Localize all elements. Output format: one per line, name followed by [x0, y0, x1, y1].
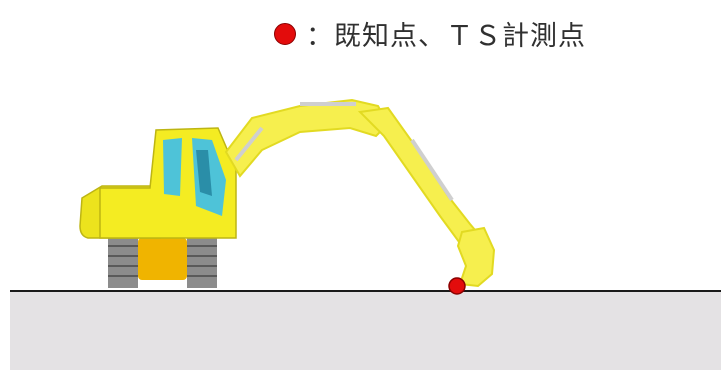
track-right — [187, 238, 217, 288]
known-point-legend-marker — [274, 22, 296, 45]
boom-cylinder — [234, 126, 264, 162]
arm — [357, 106, 482, 248]
track-left — [108, 238, 138, 288]
known-point-marker — [448, 277, 466, 295]
cab-window-frame — [196, 150, 212, 196]
legend: ：既知点、ＴＳ計測点 — [274, 14, 586, 53]
bucket-cylinder — [410, 138, 454, 202]
legend-label: ：既知点、ＴＳ計測点 — [306, 21, 586, 52]
bucket — [456, 226, 496, 288]
undercarriage-hub — [138, 238, 187, 280]
excavator-icon — [79, 98, 496, 288]
ground-surface — [10, 290, 721, 370]
cab-window-side — [163, 138, 182, 196]
